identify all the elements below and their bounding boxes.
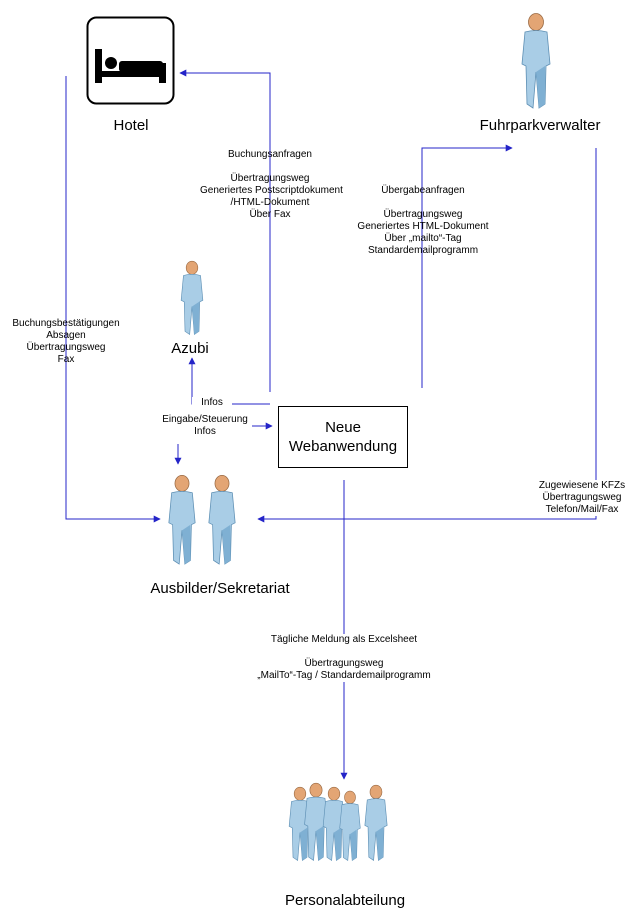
- fuhrpark-label: Fuhrparkverwalter: [479, 117, 601, 134]
- label-infos: Infos: [192, 397, 232, 409]
- edge-zugewiesene: [257, 148, 597, 523]
- webapp-box: Neue Webanwendung: [278, 406, 408, 468]
- label-uebergabeanfragen: Übergabeanfragen Übertragungsweg Generie…: [357, 185, 489, 256]
- person-icon: [322, 786, 346, 861]
- edge-buchungsbestaetigungen: [65, 76, 161, 523]
- person-icon: [339, 790, 361, 862]
- label-eingabe: Eingabe/Steuerung Infos: [162, 414, 248, 437]
- person-icon: [180, 260, 204, 335]
- person-icon: [364, 784, 388, 861]
- person-icon: [168, 475, 196, 565]
- ausbilder-label: Ausbilder/Sekretariat: [150, 580, 290, 597]
- person-icon: [521, 13, 551, 109]
- label-zugewiesene: Zugewiesene KFZs Übertragungsweg Telefon…: [528, 480, 636, 516]
- person-icon: [208, 475, 236, 565]
- webapp-label-2: Webanwendung: [288, 438, 398, 455]
- label-buchungsbestaetigungen: Buchungsbestätigungen Absagen Übertragun…: [12, 318, 120, 365]
- label-buchungsanfragen: Buchungsanfragen Übertragungsweg Generie…: [200, 149, 343, 220]
- azubi-label: Azubi: [171, 340, 209, 357]
- webapp-label-1: Neue: [325, 419, 361, 436]
- person-icon: [304, 782, 328, 861]
- bed-icon: [86, 16, 175, 105]
- edge-buchungsanfragen: [179, 69, 271, 392]
- edge-uebergabeanfragen: [421, 144, 513, 388]
- personal-label: Personalabteilung: [284, 892, 406, 909]
- hotel-label: Hotel: [113, 117, 149, 134]
- label-meldung: Tägliche Meldung als Excelsheet Übertrag…: [240, 634, 448, 682]
